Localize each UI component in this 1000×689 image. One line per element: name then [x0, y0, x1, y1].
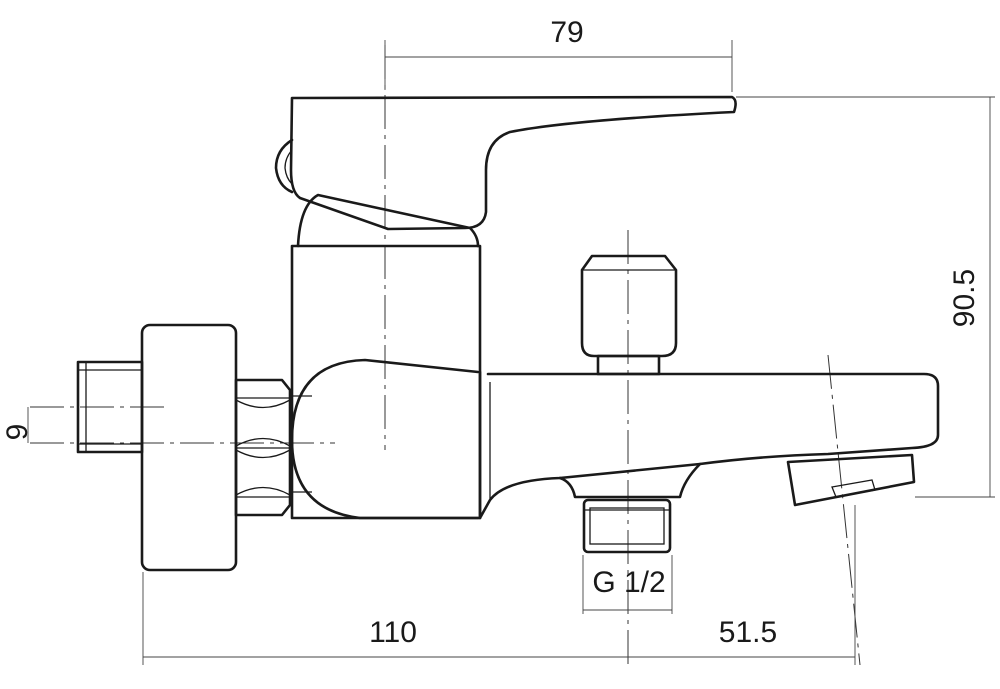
mixer-body [290, 193, 482, 520]
dimension-lines [27, 56, 991, 658]
extension-lines [142, 40, 995, 665]
dimension-outlet-to-spout: 51.5 [719, 616, 777, 649]
dimension-lever-width: 79 [550, 16, 583, 49]
diverter-knob [580, 254, 678, 376]
shower-outlet-connector [558, 462, 702, 554]
center-lines [30, 45, 861, 666]
dimension-wall-to-outlet: 110 [369, 616, 417, 649]
lever-handle [274, 95, 737, 231]
dimension-outlet-thread: G 1/2 [592, 566, 665, 599]
dimension-eccentric-offset: 9 [1, 424, 34, 441]
eccentric-connector [76, 323, 292, 572]
dimension-total-height: 90.5 [948, 269, 981, 327]
spout [478, 370, 940, 520]
